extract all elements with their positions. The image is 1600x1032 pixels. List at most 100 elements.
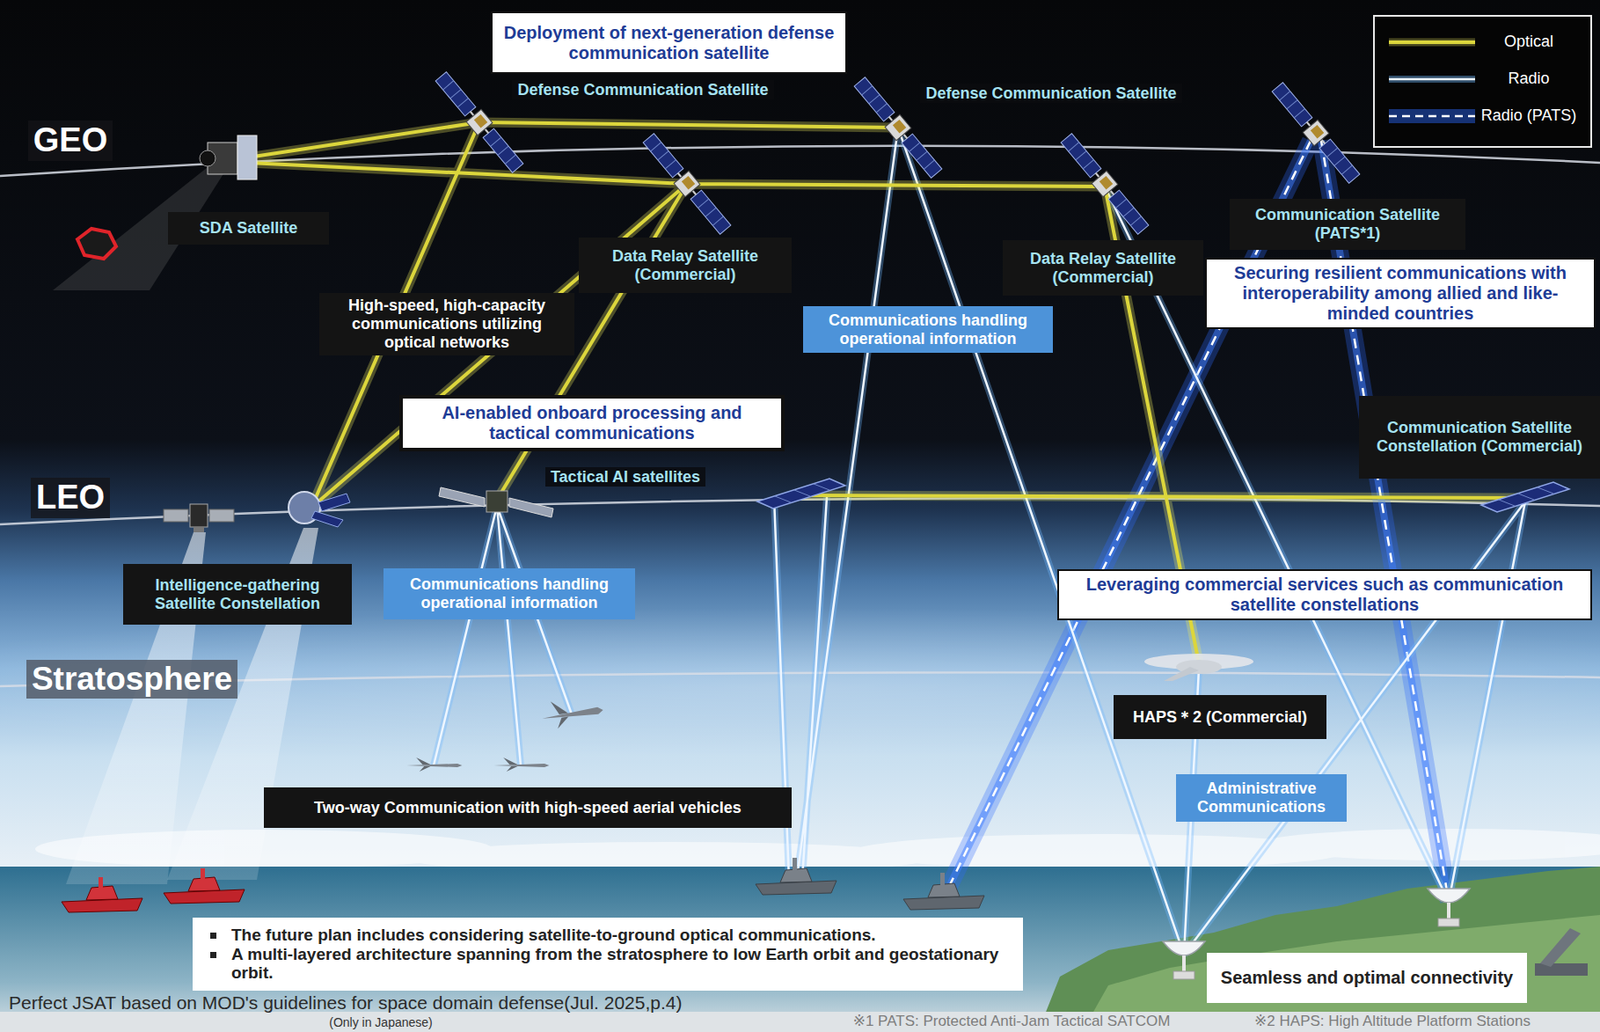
pats-radio-link: [943, 140, 1449, 902]
description-box: High-speed, high-capacity communications…: [319, 292, 575, 356]
node-text: The future plan includes considering sat…: [231, 925, 1011, 945]
node-text: Data Relay Satellite (Commercial): [583, 247, 788, 284]
pats-radio-link: [943, 140, 1449, 902]
platform-label-box: HAPS＊2 (Commercial): [1113, 694, 1327, 739]
legend-sample: [1388, 78, 1476, 81]
node-text: SDA Satellite: [199, 219, 298, 238]
launcher-icon: [1540, 927, 1581, 967]
satellite-name: Defense Communication Satellite: [511, 80, 774, 101]
legend-entry: Radio (PATS): [1383, 97, 1582, 135]
node-text: Leveraging commercial services such as c…: [1067, 574, 1582, 615]
satellite-label-box: Data Relay Satellite (Commercial): [1002, 240, 1204, 296]
node-text: Securing resilient communications with i…: [1215, 263, 1586, 324]
source-note: (Only in Japanese): [323, 1014, 439, 1031]
legend-text: Radio: [1480, 70, 1578, 88]
aircraft-icon: [540, 694, 606, 731]
node-text: Communications handling operational info…: [390, 575, 629, 612]
source-credit: Perfect JSAT based on MOD's guidelines f…: [3, 991, 688, 1015]
sda-satellite-icon: [237, 135, 257, 180]
orbit-line: [0, 146, 1600, 687]
legend-text: Optical: [1480, 33, 1578, 52]
ship-icon: [903, 872, 985, 910]
node-text: AI-enabled onboard processing and tactic…: [411, 402, 773, 444]
ground-station-icon: [1162, 941, 1206, 979]
description-box: Two-way Communication with high-speed ae…: [263, 787, 792, 828]
node-text: A multi-layered architecture spanning fr…: [231, 944, 1011, 984]
legend-sample: [1388, 38, 1476, 47]
missile-icon: [493, 757, 549, 772]
satellite-name: Tactical AI satellites: [545, 467, 706, 488]
ship-icon: [755, 857, 837, 895]
node-text: Two-way Communication with high-speed ae…: [314, 798, 742, 818]
satellite-icon: [757, 478, 846, 509]
missile-icon: [406, 757, 462, 772]
legend-sample: [1383, 68, 1481, 90]
note-box: The future plan includes considering sat…: [192, 917, 1023, 991]
node-text: HAPS＊2 (Commercial): [1132, 708, 1308, 727]
radio-link: [433, 127, 1526, 955]
satellite-label-box: Data Relay Satellite (Commercial): [578, 237, 792, 293]
satellite-name: Defense Communication Satellite: [920, 83, 1182, 104]
node-text: Communication Satellite (PATS*1): [1234, 205, 1462, 242]
radio-link: [433, 127, 1526, 955]
orbit-name: LEO: [30, 477, 110, 519]
headline-box: AI-enabled onboard processing and tactic…: [399, 394, 785, 452]
node-text: Intelligence-gathering Satellite Constel…: [127, 576, 348, 613]
hostile-satellite-icon: [77, 228, 117, 259]
satellite-icon: [438, 487, 554, 518]
legend-box: OpticalRadioRadio (PATS): [1373, 14, 1593, 148]
launcher-icon: [1534, 927, 1588, 976]
function-box: Communications handling operational info…: [803, 306, 1053, 353]
node-text: Communications handling operational info…: [810, 311, 1046, 348]
node-text: Data Relay Satellite (Commercial): [1007, 249, 1199, 286]
legend-sample: [1383, 105, 1481, 127]
satellite-icon: [1059, 131, 1151, 236]
pats-radio-link: [943, 140, 1449, 902]
ground-station-icon: [1427, 888, 1470, 927]
satellite-label-box: Communication Satellite (PATS*1): [1229, 198, 1466, 250]
satellite-icon: [641, 131, 733, 236]
node-text: Administrative Communications: [1183, 779, 1340, 816]
headline-box: Deployment of next-generation defense co…: [490, 11, 848, 74]
satellite-label-box: Communication Satellite Constellation (C…: [1358, 395, 1600, 479]
hostile-ship-icon: [61, 876, 143, 913]
hostile-satellite-icon: [77, 228, 117, 259]
satellite-label-box: SDA Satellite: [168, 211, 329, 245]
layer-name: Stratosphere: [26, 659, 238, 700]
headline-box: Leveraging commercial services such as c…: [1057, 569, 1593, 621]
node-text: Deployment of next-generation defense co…: [501, 22, 837, 64]
footnote: ※1 PATS: Protected Anti-Jam Tactical SAT…: [847, 1011, 1177, 1031]
node-text: High-speed, high-capacity communications…: [326, 296, 568, 351]
footnote: ※2 HAPS: High Altitude Platform Stations: [1249, 1011, 1536, 1031]
land: [1037, 866, 1600, 1032]
function-box: Administrative Communications: [1176, 774, 1347, 822]
sda-satellite-icon: [199, 150, 216, 167]
launcher-icon: [1534, 963, 1588, 976]
node-text: Communication Satellite Constellation (C…: [1363, 418, 1596, 455]
hostile-ship-icon: [163, 868, 245, 904]
sensing-beam: [52, 162, 319, 885]
haps-aircraft-icon: [1144, 653, 1254, 681]
headline-box: Seamless and optimal connectivity: [1206, 952, 1527, 1003]
orbit-line: [0, 672, 1600, 687]
legend-text: Radio (PATS): [1480, 107, 1578, 125]
node-text: Seamless and optimal connectivity: [1220, 967, 1513, 988]
pats-radio-link: [943, 140, 1449, 902]
satellite-icon: [1270, 80, 1362, 185]
legend-sample: [1388, 115, 1476, 118]
function-box: Communications handling operational info…: [383, 568, 636, 620]
haps-aircraft-icon: [1163, 666, 1199, 681]
footnote-strip: [0, 1011, 1600, 1032]
orbit-name: GEO: [28, 120, 113, 161]
satellite-icon: [1481, 482, 1570, 512]
sda-satellite-icon: [199, 135, 257, 180]
legend-sample: [1388, 109, 1476, 124]
satellite-label-box: Intelligence-gathering Satellite Constel…: [123, 563, 352, 625]
satellite-icon: [288, 491, 351, 527]
legend-sample: [1388, 75, 1476, 83]
satellite-icon: [163, 504, 234, 533]
legend-sample: [1388, 40, 1476, 44]
legend-sample: [1383, 31, 1481, 53]
